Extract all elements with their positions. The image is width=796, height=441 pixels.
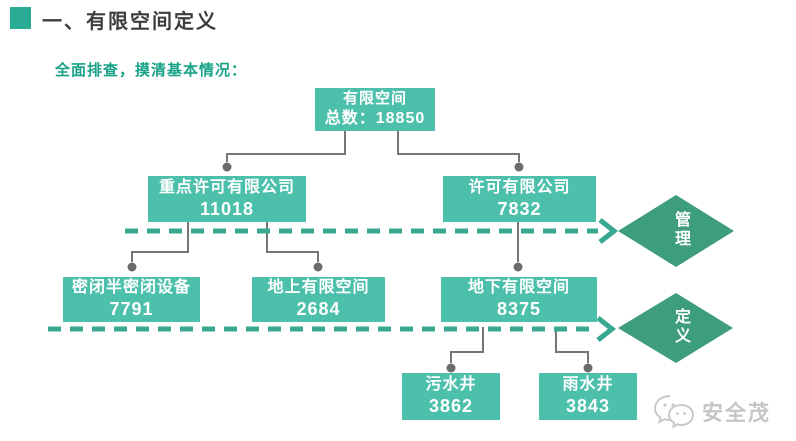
node-value: 7832	[497, 198, 542, 219]
node-closed-semiclosed-equipment: 密闭半密闭设备 7791	[63, 277, 200, 322]
chat-bubbles-icon	[653, 395, 695, 429]
node-value: 11018	[199, 198, 255, 219]
page-title: 一、有限空间定义	[42, 11, 218, 33]
node-label: 有限空间	[342, 90, 407, 108]
node-label: 许可有限公司	[468, 178, 571, 196]
connector-end-dots	[127, 162, 593, 373]
node-label: 污水井	[425, 376, 477, 394]
node-label: 密闭半密闭设备	[71, 279, 191, 297]
node-value: 2684	[296, 299, 341, 320]
node-label: 地下有限空间	[467, 279, 570, 297]
dashed-arrow-definition	[48, 316, 617, 342]
node-value: 3862	[428, 396, 474, 417]
node-label: 重点许可有限公司	[158, 178, 295, 196]
tree-connectors	[131, 131, 589, 363]
diamond-definition	[618, 293, 733, 363]
dashed-arrow-management	[125, 218, 619, 244]
node-above-ground-space: 地上有限空间 2684	[252, 277, 385, 322]
diamond-label-definition: 定义	[672, 308, 689, 346]
node-permit-companies: 许可有限公司 7832	[443, 176, 596, 222]
node-value: 8375	[496, 299, 542, 320]
section-subtitle: 全面排查，摸清基本情况：	[55, 62, 248, 79]
node-value: 7791	[109, 299, 154, 320]
node-underground-space: 地下有限空间 8375	[441, 277, 597, 322]
watermark: 安全茂	[652, 390, 792, 434]
node-total-limited-space: 有限空间 总数：18850	[315, 88, 435, 131]
node-label: 雨水井	[562, 376, 614, 394]
node-value: 总数：18850	[324, 109, 426, 127]
node-key-permit-companies: 重点许可有限公司 11018	[148, 176, 306, 222]
section-marker-square	[10, 7, 31, 29]
diamond-label-management: 管理	[672, 211, 689, 249]
watermark-text: 安全茂	[702, 402, 771, 425]
node-value: 3843	[565, 396, 611, 417]
node-rain-well: 雨水井 3843	[539, 373, 637, 420]
node-label: 地上有限空间	[267, 279, 370, 297]
diamond-management	[618, 195, 734, 267]
node-sewage-well: 污水井 3862	[402, 373, 500, 420]
